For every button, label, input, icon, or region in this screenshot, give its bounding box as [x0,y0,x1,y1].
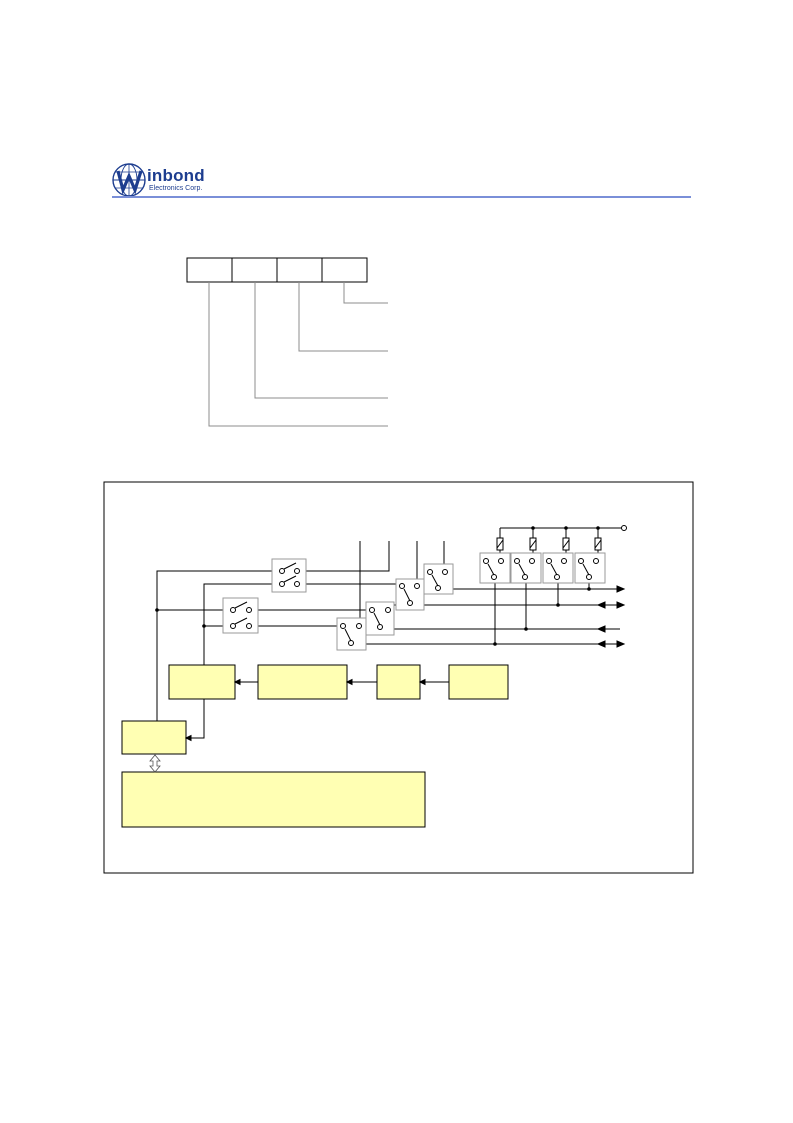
switch-blade [283,575,297,583]
switch-contact [529,558,535,564]
block-small [376,664,421,700]
switch-contact [407,600,413,606]
input-arrowhead [596,625,606,633]
switch-contact [586,574,592,580]
register-field-diagram [186,257,388,427]
bus-line [156,570,280,721]
logo-subtitle: Electronics Corp. [149,185,203,192]
switch-contact [498,558,504,564]
block-left-upper [168,664,236,700]
switch-blade [550,563,558,576]
junction-dot [556,603,560,607]
bus-line [203,583,280,665]
junction-dot [564,526,568,530]
switch-contact [414,583,420,589]
switch-blade [283,562,297,570]
switch-contact [246,623,252,629]
switch-contact [279,568,285,574]
switch-contact [435,585,441,591]
company-logo: inbond Electronics Corp. [112,163,222,197]
switch-blade [487,563,495,576]
output-arrowhead [616,640,626,648]
globe-w-icon [112,163,146,197]
output-arrowhead [616,601,626,609]
arrowhead [233,678,241,686]
bidirectional-arrow-icon [149,754,161,773]
output-arrowhead [616,585,626,593]
switch-contact [399,583,405,589]
block-bottom-left [121,720,187,755]
switch-contact [554,574,560,580]
resistor-hatch [496,539,504,549]
switch-contact [483,558,489,564]
switch-contact [442,569,448,575]
switch-blade [582,563,590,576]
switch-contact [385,607,391,613]
resistor-hatch [562,539,570,549]
junction-dot [587,587,591,591]
arrowhead [345,678,353,686]
switch-contact [294,581,300,587]
field-leader-line [254,282,388,399]
block-right [448,664,509,700]
supply-terminal [621,525,627,531]
junction-dot [524,627,528,631]
input-arrowhead [596,601,606,609]
junction-dot [596,526,600,530]
switch-box [365,601,395,636]
block-diagram-frame [103,481,694,874]
switch-contact [522,574,528,580]
switch-contact [578,558,584,564]
switch-contact [427,569,433,575]
switch-box [222,597,259,634]
field-leader-line [298,282,388,352]
flow-arrow [190,699,205,739]
switch-blade [234,601,248,609]
switch-contact [546,558,552,564]
switch-contact [491,574,497,580]
switch-blade [403,588,411,602]
switch-blade [344,628,352,642]
switch-blade [234,617,248,625]
switch-contact [348,640,354,646]
switch-contact [593,558,599,564]
switch-blade [518,563,526,576]
switch-contact [230,623,236,629]
field-leader-line [343,282,388,304]
switch-contact [356,623,362,629]
resistor-hatch [594,539,602,549]
switch-contact [514,558,520,564]
arrowhead [418,678,426,686]
switch-contact [561,558,567,564]
junction-dot [202,624,206,628]
block-diagram [121,525,627,828]
switch-contact [369,607,375,613]
junction-dot [493,642,497,646]
switch-contact [279,581,285,587]
block-center [257,664,348,700]
bus-line [301,541,390,572]
logo-wordmark: inbond [147,166,205,185]
resistor-hatch [529,539,537,549]
junction-dot [155,608,159,612]
arrowhead [184,734,192,742]
switch-blade [431,574,439,587]
switch-contact [340,623,346,629]
block-wide-bottom [121,771,426,828]
switch-contact [246,607,252,613]
junction-dot [531,526,535,530]
field-leader-line [208,282,388,427]
switch-box [271,558,307,593]
input-arrowhead [596,640,606,648]
switch-blade [373,612,381,626]
switch-contact [377,624,383,630]
switch-contact [294,568,300,574]
switch-contact [230,607,236,613]
header-rule [112,196,691,198]
